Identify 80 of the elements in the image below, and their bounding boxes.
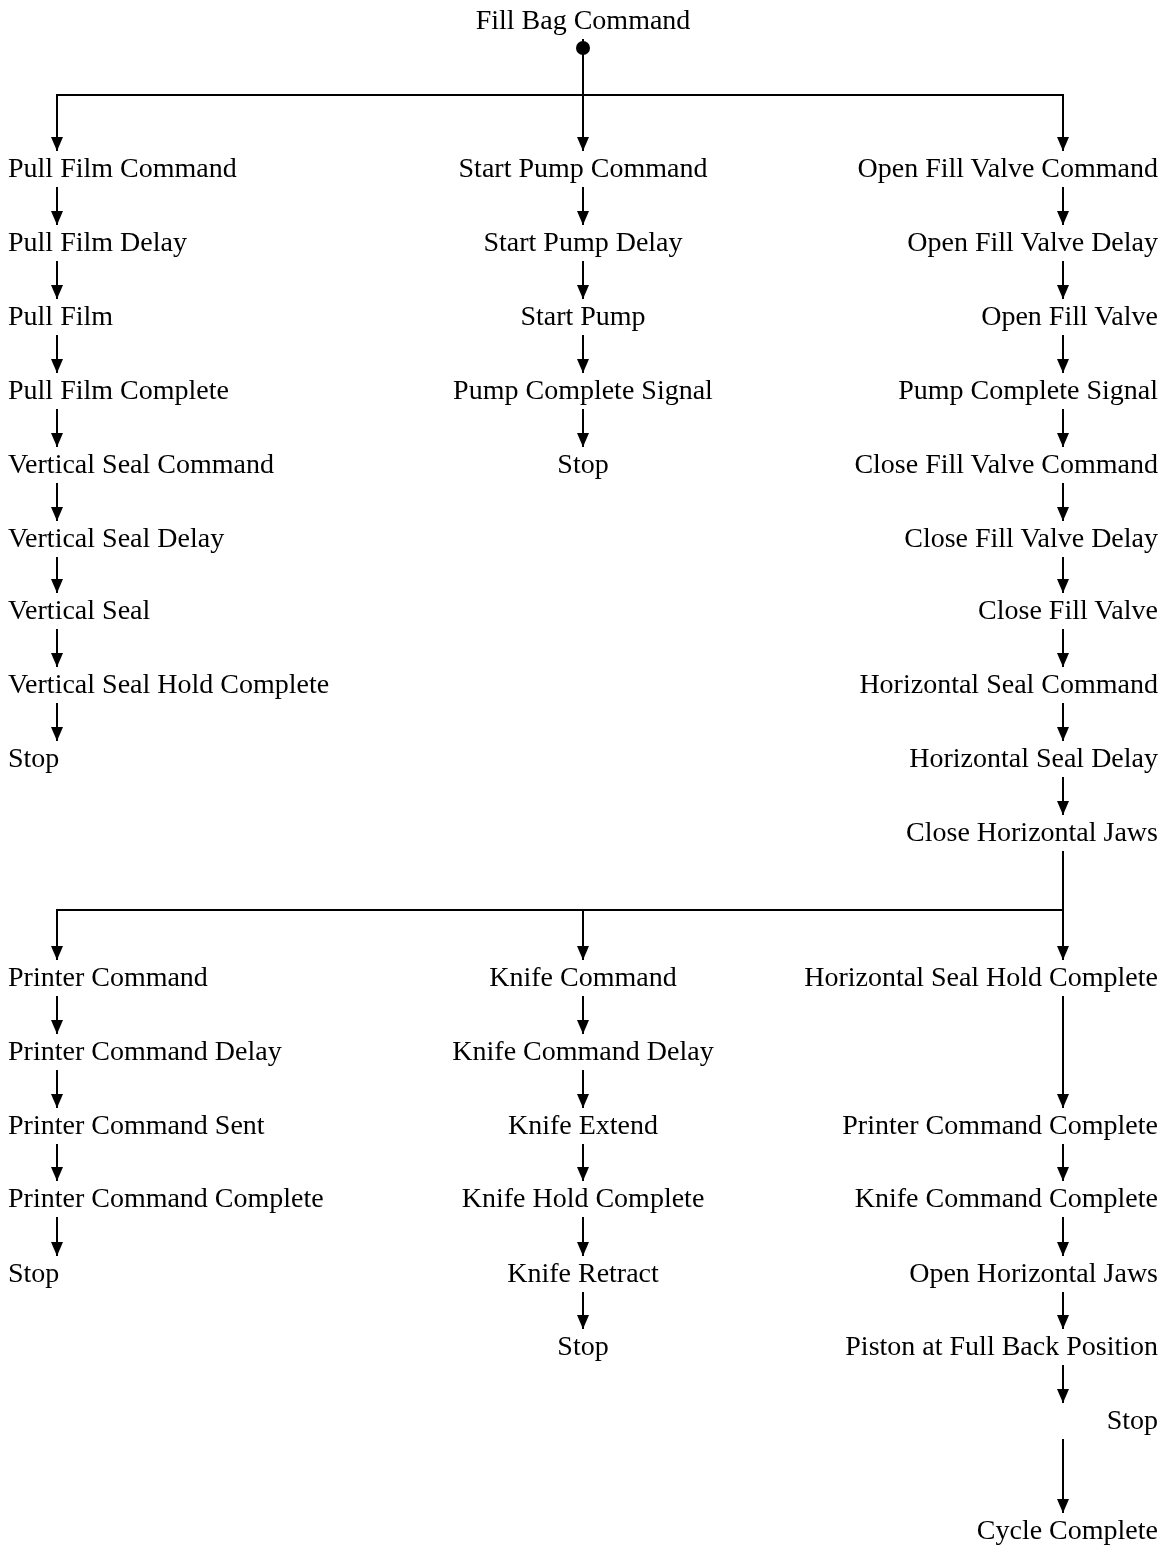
arrow — [51, 1216, 63, 1257]
step-label: Horizontal Seal Delay — [909, 742, 1158, 774]
arrow — [1057, 260, 1069, 300]
step-label: Open Horizontal Jaws — [909, 1257, 1158, 1289]
step-label: Start Pump — [520, 300, 646, 332]
step-label: Cycle Complete — [976, 1514, 1158, 1546]
step-label: Printer Command Complete — [8, 1182, 324, 1214]
arrow — [51, 482, 63, 522]
step-label: Vertical Seal — [8, 594, 151, 626]
step-label: Horizontal Seal Command — [859, 668, 1158, 700]
step-label: Fill Bag Command — [475, 4, 691, 36]
arrow — [577, 1291, 589, 1330]
arrow — [1057, 408, 1069, 448]
step-label: Knife Command — [489, 961, 677, 993]
arrow — [51, 1069, 63, 1109]
step-label: Knife Command Delay — [452, 1035, 714, 1067]
step-label: Horizontal Seal Hold Complete — [804, 961, 1158, 993]
step-label: Piston at Full Back Position — [845, 1330, 1158, 1362]
step-label: Start Pump Command — [458, 152, 708, 184]
step-label: Pull Film Delay — [8, 226, 187, 258]
step-label: Pull Film Command — [8, 152, 237, 184]
arrow — [1057, 1216, 1069, 1257]
step-label: Vertical Seal Hold Complete — [8, 668, 330, 700]
step-label: Stop — [557, 448, 609, 480]
arrow — [1057, 556, 1069, 594]
arrow — [1057, 1438, 1069, 1514]
arrow — [577, 1143, 589, 1182]
step-label: Pump Complete Signal — [898, 374, 1158, 406]
arrow — [577, 408, 589, 448]
arrow — [577, 334, 589, 374]
step-label: Open Fill Valve Command — [857, 152, 1158, 184]
step-label: Printer Command Delay — [8, 1035, 282, 1067]
arrow — [577, 1216, 589, 1257]
arrow — [577, 995, 589, 1035]
arrow — [1057, 482, 1069, 522]
arrow — [51, 408, 63, 448]
arrow — [51, 186, 63, 226]
step-label: Pump Complete Signal — [453, 374, 713, 406]
step-label: Knife Hold Complete — [461, 1182, 705, 1214]
step-label: Knife Command Complete — [854, 1182, 1158, 1214]
step-label: Printer Command Complete — [842, 1109, 1158, 1141]
step-label: Stop — [1106, 1404, 1158, 1436]
step-label: Stop — [8, 1257, 60, 1289]
arrow — [1057, 186, 1069, 226]
arrow — [1057, 334, 1069, 374]
step-label: Stop — [8, 742, 60, 774]
step-label: Printer Command Sent — [8, 1109, 265, 1141]
step-label: Close Fill Valve — [978, 594, 1158, 626]
arrow — [577, 260, 589, 300]
step-label: Open Fill Valve Delay — [907, 226, 1158, 258]
arrow — [1057, 702, 1069, 742]
arrow — [51, 260, 63, 300]
arrow — [51, 1143, 63, 1182]
arrow — [1057, 1143, 1069, 1182]
step-label: Pull Film Complete — [8, 374, 229, 406]
arrow — [51, 628, 63, 668]
step-label: Vertical Seal Delay — [8, 522, 225, 554]
arrow — [51, 995, 63, 1035]
arrow — [1057, 1291, 1069, 1330]
step-label: Printer Command — [8, 961, 208, 993]
arrow — [1057, 776, 1069, 816]
step-label: Knife Retract — [507, 1257, 659, 1289]
arrow — [1057, 850, 1069, 961]
arrow — [577, 1069, 589, 1109]
arrow — [577, 186, 589, 226]
arrow — [1057, 995, 1069, 1109]
arrow — [51, 334, 63, 374]
step-label: Close Fill Valve Command — [854, 448, 1158, 480]
step-label: Knife Extend — [507, 1109, 659, 1141]
step-label: Stop — [557, 1330, 609, 1362]
step-label: Close Fill Valve Delay — [904, 522, 1158, 554]
arrow — [51, 556, 63, 594]
arrow — [1057, 1364, 1069, 1404]
arrow — [1057, 628, 1069, 668]
step-label: Vertical Seal Command — [8, 448, 274, 480]
step-label: Close Horizontal Jaws — [906, 816, 1158, 848]
step-label: Open Fill Valve — [981, 300, 1158, 332]
step-label: Pull Film — [8, 300, 114, 332]
step-label: Start Pump Delay — [483, 226, 683, 258]
arrow — [51, 702, 63, 742]
